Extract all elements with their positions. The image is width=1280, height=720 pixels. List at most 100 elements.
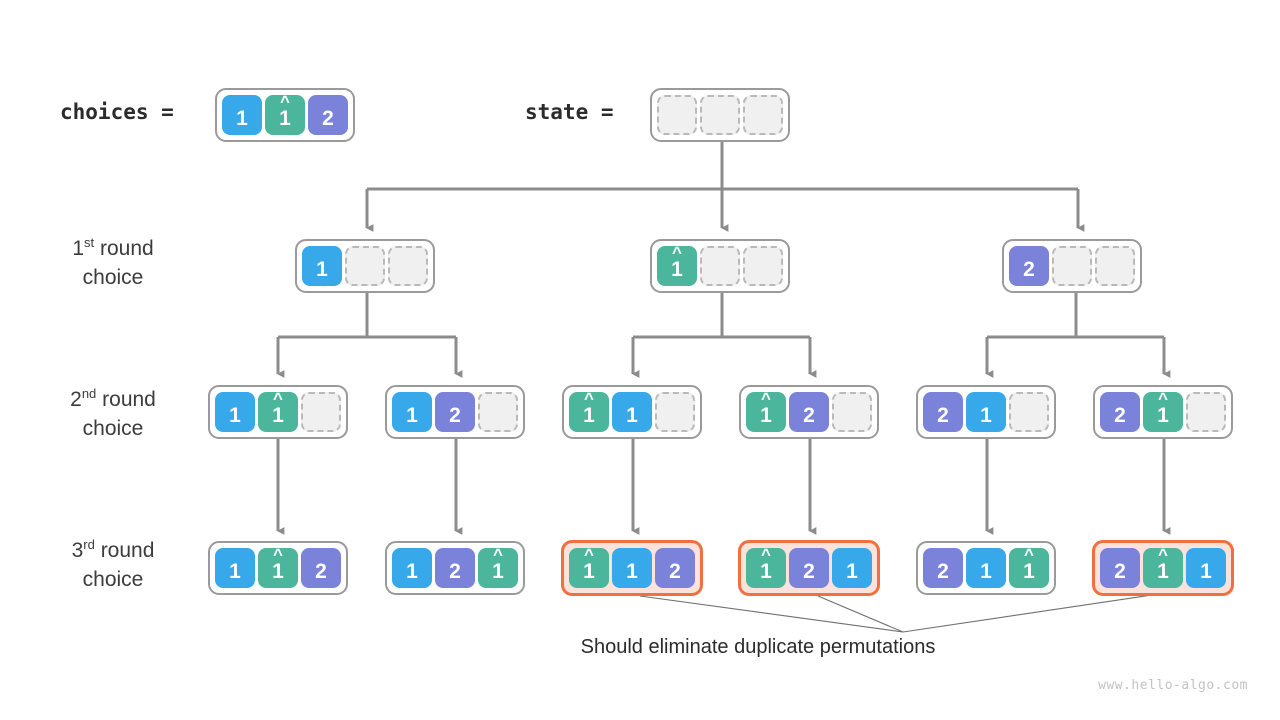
round-label-2: 2nd round choice (28, 385, 198, 443)
choices-array: 1 ^ 1 2 (215, 88, 355, 142)
hat-accent: ^ (280, 92, 290, 111)
cell-2-purple: 2 (435, 392, 475, 432)
watermark: www.hello-algo.com (1098, 678, 1248, 693)
cell-1-purple: 2 (1100, 548, 1140, 588)
cell-value: 2 (669, 560, 681, 583)
cell-2-purple: 2 (789, 392, 829, 432)
state-node-r2-6: 2^1 (1093, 385, 1233, 439)
cell-value: 1 (626, 560, 638, 583)
cell-value: 1 (1023, 560, 1035, 583)
cell-2-green: ^1 (1143, 389, 1183, 432)
cell-1-purple: 2 (923, 548, 963, 588)
state-node-r1-3: 2 (1002, 239, 1142, 293)
round-word: round (99, 237, 154, 260)
cell-value: 1 (583, 560, 595, 583)
cell-2-blue: 1 (966, 548, 1006, 588)
cell-2-blue: 1 (612, 548, 652, 588)
cell-value: 1 (236, 107, 248, 130)
hat-accent: ^ (761, 545, 771, 564)
round-line2: choice (82, 266, 144, 289)
cell-3-green: ^1 (1009, 545, 1049, 588)
round-label-3: 3rd round choice (28, 536, 198, 594)
hat-accent: ^ (1158, 545, 1168, 564)
cell-1-blue: 1 (302, 246, 342, 286)
cell-value: 1 (846, 560, 858, 583)
cell-1-green: ^1 (569, 389, 609, 432)
cell-value: 2 (937, 404, 949, 427)
cell-3-empty (655, 392, 695, 432)
cell-3-blue: 1 (1186, 548, 1226, 588)
cell-2-green: ^1 (258, 390, 298, 432)
cell-1-purple: 2 (1009, 246, 1049, 286)
cell-3-empty (1186, 392, 1226, 432)
hat-accent: ^ (672, 243, 682, 262)
state-node-r2-1: 1 ^1 (208, 385, 348, 439)
cell-2-green: ^1 (1143, 545, 1183, 588)
cell-3-empty (478, 392, 518, 432)
cell-value: 2 (449, 560, 461, 583)
round-word: round (100, 539, 155, 562)
state-cell-2 (743, 95, 783, 135)
cell-value: 1 (1157, 560, 1169, 583)
cell-3-empty (388, 246, 428, 286)
cell-3-empty (1095, 246, 1135, 286)
cell-value: 1 (980, 560, 992, 583)
cell-1-blue: 1 (392, 392, 432, 432)
caption-text: Should eliminate duplicate permutations (580, 636, 936, 658)
cell-value: 1 (583, 404, 595, 427)
cell-1-green: ^1 (657, 243, 697, 286)
cell-value: 1 (272, 560, 284, 583)
cell-value: 1 (626, 404, 638, 427)
round-suffix: rd (83, 537, 95, 552)
cell-value: 2 (1114, 560, 1126, 583)
cell-value: 1 (279, 107, 291, 130)
hat-accent: ^ (1158, 389, 1168, 408)
choices-label: choices = (60, 100, 174, 124)
cell-value: 1 (229, 560, 241, 583)
cell-3-purple: 2 (655, 548, 695, 588)
cell-2-blue: 1 (966, 392, 1006, 432)
cell-value: 1 (316, 258, 328, 281)
cell-2-empty (1052, 246, 1092, 286)
round-label-1: 1st round choice (28, 234, 198, 292)
round-ordinal: 3 (71, 539, 84, 562)
cell-value: 2 (803, 560, 815, 583)
cell-3-purple: 2 (301, 548, 341, 588)
state-node-r1-1: 1 (295, 239, 435, 293)
cell-1-blue: 1 (215, 548, 255, 588)
cell-value: 1 (229, 404, 241, 427)
choices-cell-1: ^ 1 (265, 92, 305, 135)
cell-3-blue: 1 (832, 548, 872, 588)
cell-value: 1 (406, 560, 418, 583)
cell-1-green: ^1 (569, 546, 609, 588)
cell-value: 1 (980, 404, 992, 427)
cell-value: 2 (449, 404, 461, 427)
hat-accent: ^ (1024, 545, 1034, 564)
cell-value: 1 (760, 560, 772, 583)
round-line2: choice (82, 417, 144, 440)
cell-value: 1 (1200, 560, 1212, 583)
hat-accent: ^ (584, 389, 594, 408)
cell-value: 1 (671, 258, 683, 281)
cell-2-empty (345, 246, 385, 286)
cell-2-blue: 1 (612, 392, 652, 432)
cell-3-empty (743, 246, 783, 286)
cell-2-purple: 2 (435, 548, 475, 588)
cell-value: 1 (760, 404, 772, 427)
round-suffix: nd (81, 386, 97, 401)
state-array (650, 88, 790, 142)
hat-accent: ^ (761, 389, 771, 408)
state-cell-1 (700, 95, 740, 135)
cell-1-purple: 2 (923, 392, 963, 432)
cell-2-empty (700, 246, 740, 286)
cell-3-empty (301, 392, 341, 432)
